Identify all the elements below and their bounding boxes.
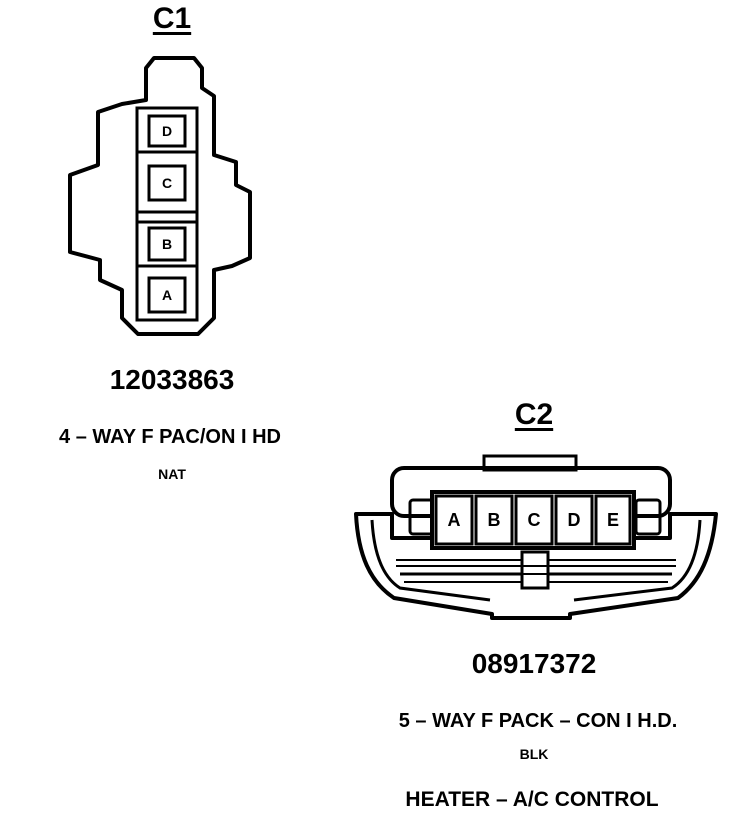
c1-pin-c-label: C <box>162 175 172 191</box>
c2-cavity-frame <box>430 490 636 550</box>
c2-pin-b <box>474 494 514 546</box>
c1-pin-d <box>147 114 187 148</box>
c1-pin-a-label: A <box>162 287 172 303</box>
c1-pin-b-label: B <box>162 236 172 252</box>
c2-pin-d-label: D <box>568 510 581 530</box>
c1-pin-b <box>147 226 187 262</box>
c2-part-number: 08917372 <box>471 648 597 679</box>
c2-pin-a <box>434 494 474 546</box>
c1-pin-a <box>147 276 187 314</box>
c2-pin-c <box>514 494 554 546</box>
c1-pin-d-label: D <box>162 123 172 139</box>
c1-description: 4 – WAY F PAC/ON I HD <box>59 426 281 448</box>
c1-pin-c <box>147 164 187 202</box>
c2-pin-e-label: E <box>607 510 619 530</box>
c2-description: 5 – WAY F PACK – CON I H.D. <box>398 710 678 732</box>
c2-pin-a-label: A <box>448 510 461 530</box>
c2-color: BLK <box>519 746 549 762</box>
c2-title: C2 <box>514 398 554 431</box>
c1-part-number: 12033863 <box>109 364 235 395</box>
c1-title: C1 <box>152 2 192 35</box>
c2-main-body <box>354 512 718 620</box>
footer-caption: HEATER – A/C CONTROL <box>405 788 659 811</box>
c2-pin-d <box>554 494 594 546</box>
c1-connector-housing <box>68 56 252 336</box>
c2-pin-b-label: B <box>488 510 501 530</box>
c1-cavity-frame <box>135 106 199 322</box>
c1-color: NAT <box>158 466 186 482</box>
c2-pin-c-label: C <box>528 510 541 530</box>
c2-center-key <box>520 550 550 590</box>
c2-pin-e <box>594 494 632 546</box>
